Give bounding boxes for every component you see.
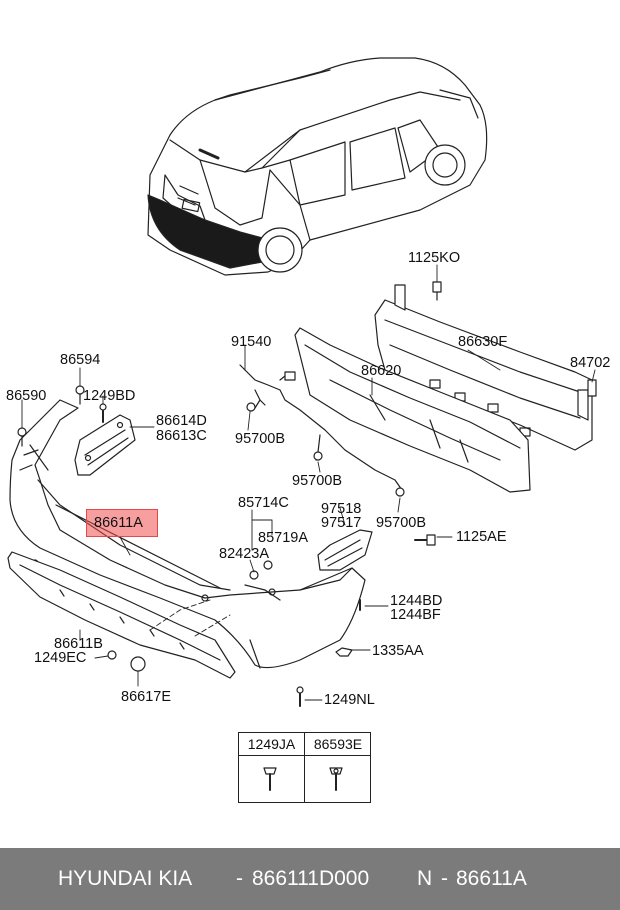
part-label-97517: 97517 — [321, 515, 362, 531]
part-label-86614d: 86614D — [156, 413, 207, 429]
footer-brand: HYUNDAI KIA — [58, 867, 193, 890]
part-label-84702: 84702 — [570, 355, 611, 371]
part-label-85719a: 85719A — [258, 530, 308, 546]
exploded-view-drawing — [7, 57, 597, 791]
part-label-1249nl: 1249NL — [324, 692, 375, 708]
part-label-1244bd: 1244BD — [390, 593, 443, 609]
part-number-footer: HYUNDAI KIA - 866111D000 N - 86611A — [0, 848, 620, 910]
part-label-1125ae: 1125AE — [456, 529, 507, 545]
footer-n: N — [417, 867, 433, 890]
part-label-82423a: 82423A — [219, 546, 269, 562]
table-fastener-icons — [263, 767, 343, 791]
part-label-1125ko: 1125KO — [408, 250, 461, 266]
wiring-harness-drawing — [239, 364, 405, 497]
part-label-97518: 97518 — [321, 501, 362, 517]
fastener-table-header-1249ja: 1249JA — [239, 733, 304, 756]
fastener-table-header-86593e: 86593E — [305, 733, 371, 756]
side-bracket-drawing — [74, 414, 136, 476]
part-label-91540: 91540 — [231, 334, 272, 350]
part-label-86594: 86594 — [60, 352, 101, 368]
part-label-86611b: 86611B — [54, 636, 103, 652]
side-support-drawing — [317, 529, 373, 571]
footer-dash-1: - — [236, 867, 243, 890]
part-label-95700b-right: 95700B — [376, 515, 426, 531]
fastener-table: 1249JA 86593E — [238, 732, 371, 803]
part-label-1244bf: 1244BF — [390, 607, 441, 623]
energy-absorber-drawing — [294, 327, 531, 493]
part-label-85714c: 85714C — [238, 495, 289, 511]
highlighted-part-box — [86, 509, 158, 537]
fasteners-drawing — [17, 281, 597, 707]
bumper-beam-drawing — [374, 284, 593, 451]
lower-diffuser-drawing — [7, 551, 236, 679]
footer-ref: 86611A — [456, 867, 527, 890]
part-label-1249bd-upper: 1249BD — [83, 388, 136, 404]
part-label-1249ec: 1249EC — [34, 650, 87, 666]
part-label-86590: 86590 — [6, 388, 47, 404]
part-label-86620: 86620 — [361, 363, 402, 379]
part-label-1335aa: 1335AA — [372, 643, 424, 659]
part-label-86613c: 86613C — [156, 428, 207, 444]
part-label-95700b-middle: 95700B — [292, 473, 342, 489]
car-illustration — [147, 57, 488, 276]
part-label-86617e: 86617E — [121, 689, 171, 705]
part-label-86630f: 86630F — [458, 334, 508, 350]
fastener-table-col-2: 86593E — [305, 733, 371, 802]
footer-part-number: 866111D000 — [252, 867, 370, 890]
leader-lines — [21, 264, 596, 701]
part-label-86611a[interactable]: 86611A — [94, 515, 143, 531]
fastener-table-col-1: 1249JA — [239, 733, 305, 802]
part-label-95700b-left: 95700B — [235, 431, 285, 447]
footer-dash-2: - — [441, 867, 448, 890]
